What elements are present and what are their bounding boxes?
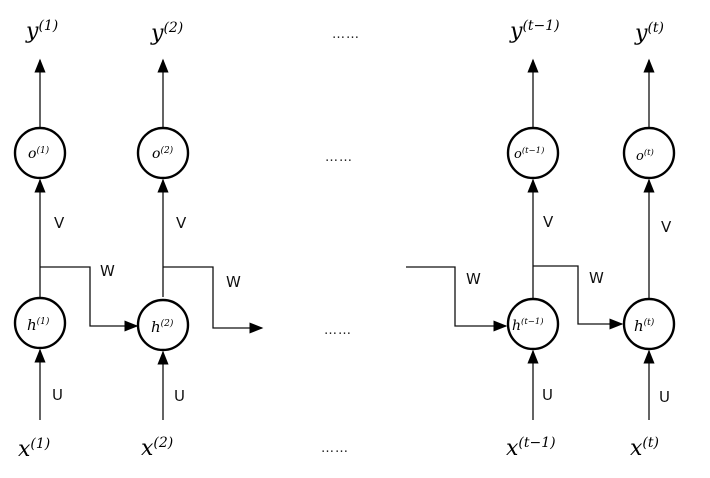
recurrent-edge-1-2	[40, 266, 139, 332]
time-step-1: y(1) o(1) V h(1) U x(1)	[13, 18, 67, 462]
weight-label-v2: V	[176, 214, 187, 232]
weight-label-v1: V	[54, 214, 65, 232]
hidden-node-label-h1: h(1)	[27, 316, 50, 334]
output-node-label-o-t-1: o(t−1)	[514, 145, 544, 162]
output-node-label-o2: o(2)	[152, 145, 174, 162]
weight-label-u3: U	[542, 386, 553, 404]
output-node-o-t-1	[506, 126, 560, 180]
weight-label-u1: U	[52, 386, 63, 404]
weight-label-v3: V	[543, 213, 554, 231]
input-label-x1: x(1)	[18, 436, 50, 462]
input-label-x2: x(2)	[141, 435, 173, 461]
hidden-node-label-h-t-1: h(t−1)	[512, 316, 544, 334]
output-label-y-t-1: y(t−1)	[509, 18, 560, 44]
output-node-o-t	[622, 126, 676, 180]
weight-label-u2: U	[174, 387, 185, 405]
hidden-node-label-h2: h(2)	[151, 318, 174, 336]
hidden-node-h2	[136, 298, 190, 352]
input-label-x-t-1: x(t−1)	[506, 435, 556, 461]
time-step-t: y(t) o(t) V h(t) U x(t)	[622, 20, 676, 461]
weight-label-w2: W	[226, 273, 241, 291]
weight-label-w4: W	[589, 269, 604, 287]
recurrent-edge-2-out	[163, 266, 264, 334]
output-label-y-t: y(t)	[634, 20, 664, 46]
recurrent-edge-t-1-t	[533, 265, 624, 330]
output-label-y1: y(1)	[25, 18, 58, 44]
output-node-o1	[13, 126, 67, 180]
weight-label-w1: W	[100, 262, 115, 280]
hidden-node-h1	[13, 296, 67, 350]
recurrent-edge-in-t-1	[406, 266, 508, 332]
hidden-node-h-t-1	[506, 297, 560, 351]
weight-label-w3: W	[466, 270, 481, 288]
time-step-t-1: y(t−1) o(t−1) V h(t−1) U x(t−1)	[506, 18, 560, 461]
ellipsis-o-row: ……	[325, 150, 353, 165]
ellipsis-output-row: ……	[332, 27, 360, 42]
hidden-node-h-t	[622, 297, 676, 351]
ellipsis-h-row: ……	[324, 323, 352, 338]
hidden-node-label-h-t: h(t)	[634, 317, 655, 335]
output-node-label-o-t: o(t)	[636, 147, 654, 164]
output-node-label-o1: o(1)	[28, 145, 50, 162]
weight-label-v4: V	[661, 218, 672, 236]
input-label-x-t: x(t)	[630, 435, 659, 461]
ellipsis-input-row: ……	[321, 441, 349, 456]
output-node-o2	[136, 126, 190, 180]
weight-label-u4: U	[659, 388, 670, 406]
output-label-y2: y(2)	[150, 20, 183, 46]
time-step-2: y(2) o(2) V h(2) U x(2)	[136, 20, 190, 461]
